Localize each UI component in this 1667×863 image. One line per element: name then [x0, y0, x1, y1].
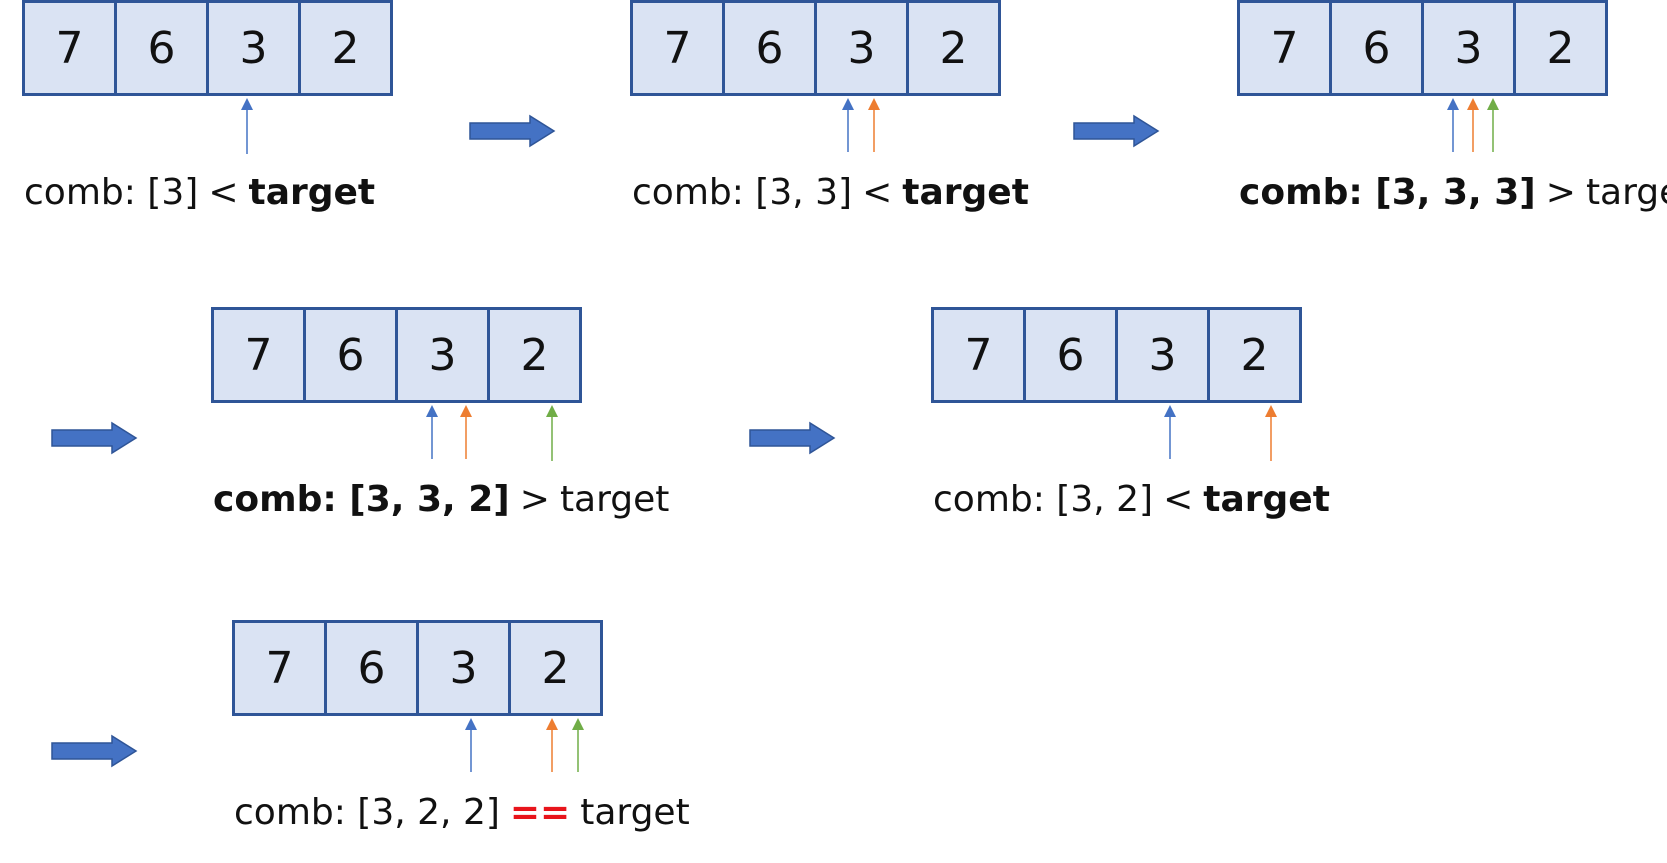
pointer-arrow-orange [867, 96, 881, 156]
step-caption: comb: [3, 2, 2]==target [234, 792, 690, 833]
array-cell: 6 [114, 0, 209, 96]
step-caption: comb: [3, 3, 3]>target [1239, 172, 1667, 213]
caption-target: target [902, 172, 1029, 213]
array-cell: 6 [303, 307, 398, 403]
caption-operator: > [519, 479, 550, 520]
caption-target: target [1203, 479, 1330, 520]
array-cell: 2 [1207, 307, 1302, 403]
array: 7 6 3 2 [232, 620, 603, 716]
array-cell: 3 [814, 0, 909, 96]
caption-operator: < [862, 172, 893, 213]
flow-arrow-icon [1072, 114, 1160, 148]
array: 7 6 3 2 [22, 0, 393, 96]
array-cell: 3 [1421, 0, 1516, 96]
flow-arrow-icon [748, 421, 836, 455]
caption-operator: > [1545, 172, 1576, 213]
step-caption: comb: [3, 2]<target [933, 479, 1330, 520]
array-cell: 3 [1115, 307, 1210, 403]
pointer-arrow-blue [841, 96, 855, 156]
array: 7 6 3 2 [630, 0, 1001, 96]
array: 7 6 3 2 [211, 307, 582, 403]
array-cell: 6 [1329, 0, 1424, 96]
array-cell: 7 [211, 307, 306, 403]
array-cell: 2 [508, 620, 603, 716]
caption-comb: comb: [3, 3, 2] [213, 479, 510, 520]
array-cell: 6 [1023, 307, 1118, 403]
array-cell: 7 [232, 620, 327, 716]
pointer-arrow-blue [464, 716, 478, 776]
array-cell: 7 [630, 0, 725, 96]
array: 7 6 3 2 [931, 307, 1302, 403]
pointer-arrow-orange [1264, 403, 1278, 463]
step-caption: comb: [3]<target [24, 172, 375, 213]
array-cell: 6 [722, 0, 817, 96]
caption-operator: < [208, 172, 239, 213]
caption-comb: comb: [3, 2] [933, 479, 1154, 520]
array-cell: 2 [298, 0, 393, 96]
caption-target: target [580, 792, 690, 833]
flow-arrow-icon [468, 114, 556, 148]
pointer-arrow-blue [1446, 96, 1460, 156]
pointer-arrow-blue [1163, 403, 1177, 463]
array-cell: 7 [1237, 0, 1332, 96]
caption-comb: comb: [3, 2, 2] [234, 792, 500, 833]
array-cell: 3 [206, 0, 301, 96]
pointer-arrow-orange [545, 716, 559, 776]
pointer-arrow-orange [459, 403, 473, 463]
caption-target: target [248, 172, 376, 213]
caption-operator: == [509, 792, 571, 833]
array-cell: 7 [22, 0, 117, 96]
caption-operator: < [1163, 479, 1194, 520]
array-cell: 6 [324, 620, 419, 716]
array-cell: 7 [931, 307, 1026, 403]
array-cell: 3 [416, 620, 511, 716]
caption-comb: comb: [3, 3] [632, 172, 853, 213]
caption-comb: comb: [3] [24, 172, 199, 213]
array-cell: 2 [487, 307, 582, 403]
pointer-arrow-green [571, 716, 585, 776]
flow-arrow-icon [50, 421, 138, 455]
step-caption: comb: [3, 3]<target [632, 172, 1029, 213]
array-cell: 2 [1513, 0, 1608, 96]
flow-arrow-icon [50, 734, 138, 768]
caption-target: target [1585, 172, 1667, 213]
pointer-arrow-blue [425, 403, 439, 463]
pointer-arrow-green [1486, 96, 1500, 156]
array: 7 6 3 2 [1237, 0, 1608, 96]
pointer-arrow-blue [240, 96, 254, 156]
array-cell: 2 [906, 0, 1001, 96]
pointer-arrow-orange [1466, 96, 1480, 156]
caption-target: target [559, 479, 670, 520]
step-caption: comb: [3, 3, 2]>target [213, 479, 669, 520]
caption-comb: comb: [3, 3, 3] [1239, 172, 1536, 213]
array-cell: 3 [395, 307, 490, 403]
pointer-arrow-green [545, 403, 559, 463]
